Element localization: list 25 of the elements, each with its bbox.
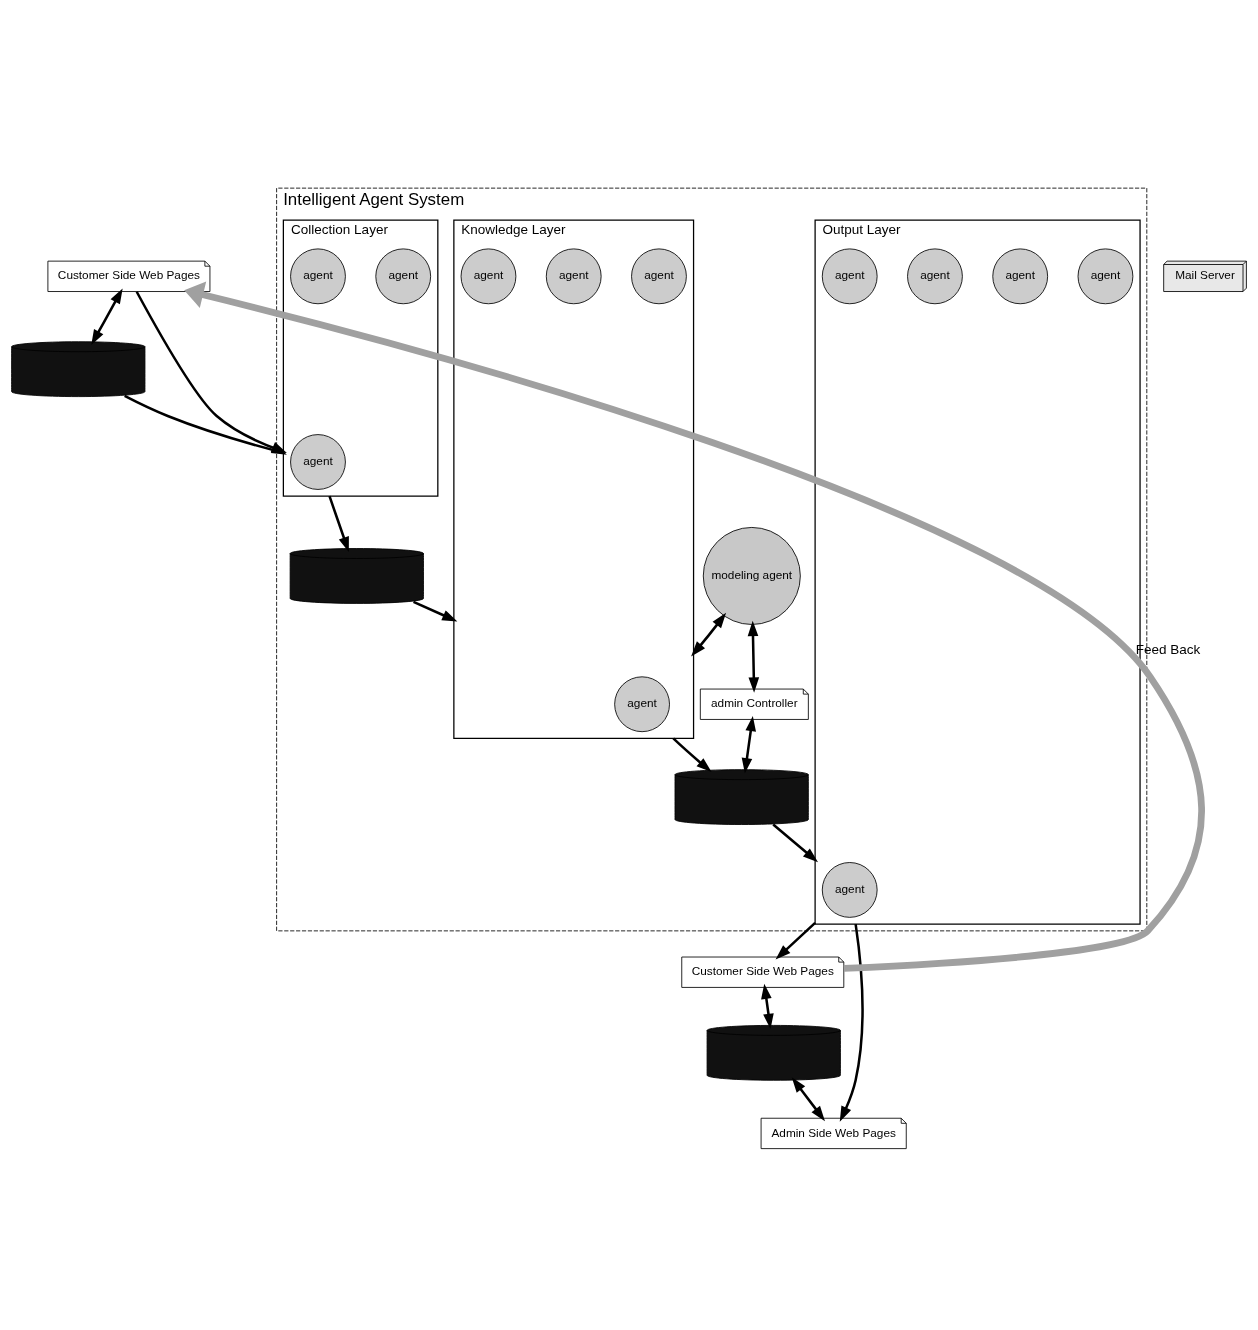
- node-circle: agent: [992, 248, 1049, 305]
- node-circle: agent: [614, 676, 670, 733]
- node-circle: agent: [821, 248, 878, 305]
- arrow: [772, 823, 819, 863]
- arrow: [839, 923, 864, 1122]
- arrow: [91, 288, 123, 345]
- node-circle: agent: [1077, 248, 1134, 305]
- node-circle: agent: [290, 248, 346, 305]
- arrow: [741, 715, 756, 774]
- arrow: [672, 737, 712, 773]
- node-circle: agent: [460, 248, 517, 305]
- node-circle: modeling agent: [702, 527, 801, 625]
- node-circle: agent: [375, 248, 432, 305]
- arrow: [691, 612, 727, 657]
- arrow: [184, 281, 1205, 972]
- node-circle: agent: [631, 248, 687, 305]
- node-circle: agent: [290, 434, 346, 490]
- arrow: [747, 620, 760, 693]
- node-circle: agent: [907, 248, 963, 305]
- arrow: [413, 600, 458, 622]
- node-circle: agent: [821, 862, 878, 918]
- arrow: [775, 921, 816, 960]
- node-circle: agent: [545, 248, 602, 305]
- arrow: [791, 1077, 825, 1122]
- arrow: [328, 495, 349, 553]
